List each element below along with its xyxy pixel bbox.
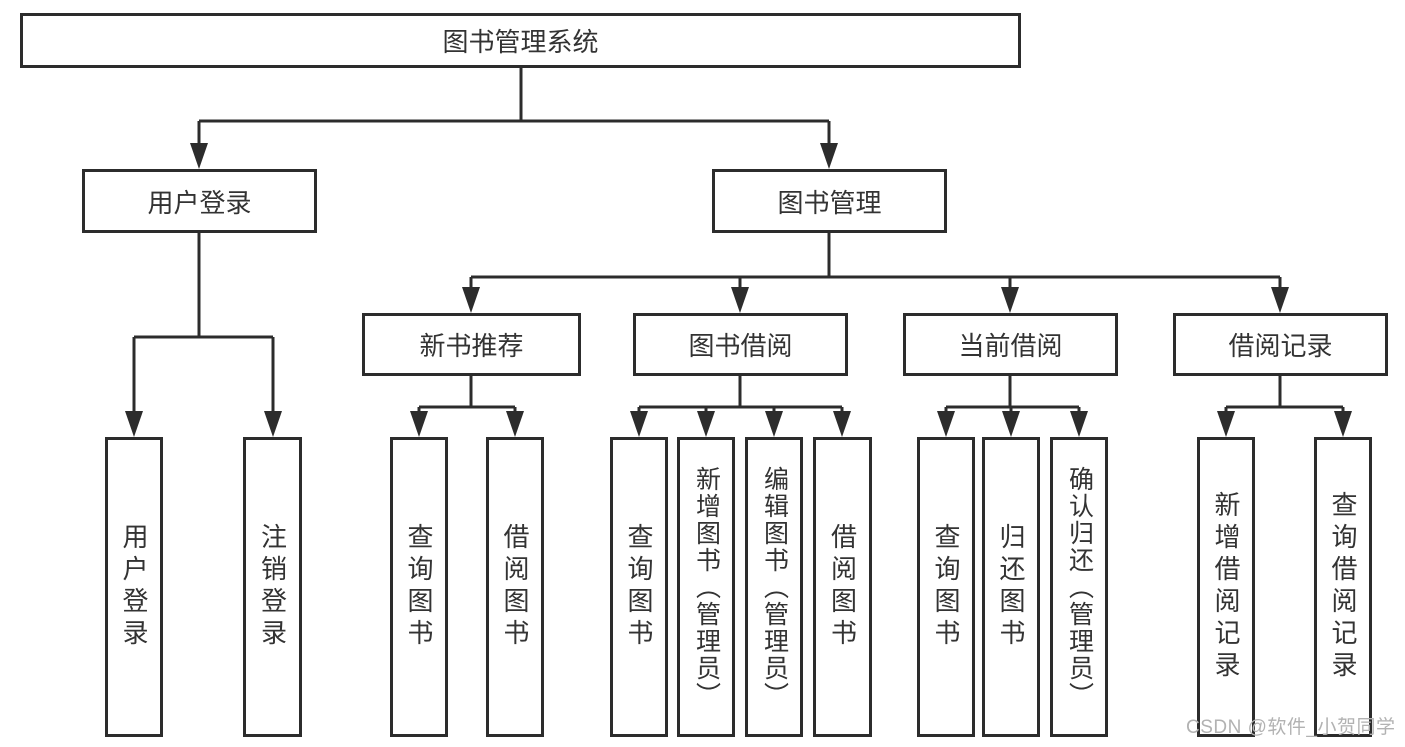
- connector-book-borrow-to-leaves: [637, 376, 844, 416]
- leaf-user-login: 用户登录: [105, 437, 163, 737]
- arrowhead: [1271, 287, 1289, 313]
- node-user-login-label: 用户登录: [147, 187, 252, 218]
- leaf-nbr-query-books: 查询图书: [390, 437, 448, 737]
- arrowhead: [410, 411, 428, 437]
- leaf-bb-edit-books-admin-label: 编辑图书（管理员）: [760, 465, 789, 709]
- leaf-cb-return-books: 归还图书: [982, 437, 1040, 737]
- arrowhead: [1334, 411, 1352, 437]
- node-book-borrow-label: 图书借阅: [688, 331, 793, 361]
- leaf-user-login-label: 用户登录: [119, 523, 149, 651]
- leaf-nbr-query-books-label: 查询图书: [404, 523, 434, 651]
- leaf-bb-borrow-books-label: 借阅图书: [827, 523, 858, 651]
- connector-new-book-recommend-to-leaves: [417, 376, 517, 416]
- node-book-borrow: 图书借阅: [633, 313, 848, 376]
- node-current-borrow: 当前借阅: [903, 313, 1118, 376]
- arrowhead: [1002, 411, 1020, 437]
- leaf-logout: 注销登录: [243, 437, 302, 737]
- leaf-br-query-record: 查询借阅记录: [1314, 437, 1372, 737]
- leaf-cb-confirm-return-admin-label: 确认归还（管理员）: [1065, 465, 1094, 709]
- connector-user-login-to-leaves: [132, 233, 275, 416]
- leaf-bb-borrow-books: 借阅图书: [813, 437, 872, 737]
- leaf-br-add-record-label: 新增借阅记录: [1211, 491, 1241, 683]
- arrowhead: [264, 411, 282, 437]
- leaf-br-add-record: 新增借阅记录: [1197, 437, 1255, 737]
- connector-current-borrow-to-leaves: [944, 376, 1081, 416]
- node-book-management-label: 图书管理: [777, 187, 882, 218]
- leaf-cb-return-books-label: 归还图书: [996, 523, 1026, 651]
- arrowhead: [937, 411, 955, 437]
- arrowhead: [765, 411, 783, 437]
- node-borrow-records: 借阅记录: [1173, 313, 1388, 376]
- node-book-management: 图书管理: [712, 169, 947, 233]
- connector-root-to-level2: [197, 68, 831, 149]
- arrowhead: [630, 411, 648, 437]
- arrowhead: [1001, 287, 1019, 313]
- leaf-bb-add-books-admin: 新增图书（管理员）: [677, 437, 735, 737]
- leaf-br-query-record-label: 查询借阅记录: [1328, 491, 1358, 683]
- leaf-nbr-borrow-books-label: 借阅图书: [500, 523, 530, 651]
- leaf-bb-query-books-label: 查询图书: [624, 523, 654, 651]
- leaf-cb-confirm-return-admin: 确认归还（管理员）: [1050, 437, 1108, 737]
- node-user-login: 用户登录: [82, 169, 317, 233]
- leaf-nbr-borrow-books: 借阅图书: [486, 437, 544, 737]
- arrowhead: [1217, 411, 1235, 437]
- leaf-bb-edit-books-admin: 编辑图书（管理员）: [745, 437, 803, 737]
- leaf-bb-query-books: 查询图书: [610, 437, 668, 737]
- node-new-book-recommend-label: 新书推荐: [419, 331, 524, 361]
- leaf-logout-label: 注销登录: [257, 523, 288, 651]
- arrowhead: [462, 287, 480, 313]
- arrowhead: [190, 143, 208, 169]
- arrowhead: [697, 411, 715, 437]
- node-new-book-recommend: 新书推荐: [362, 313, 581, 376]
- connector-book-mgmt-to-level3: [469, 233, 1282, 292]
- node-root: 图书管理系统: [20, 13, 1021, 68]
- arrowhead: [506, 411, 524, 437]
- arrowhead: [731, 287, 749, 313]
- connector-borrow-records-to-leaves: [1224, 376, 1345, 416]
- leaf-cb-query-books: 查询图书: [917, 437, 975, 737]
- node-current-borrow-label: 当前借阅: [958, 331, 1063, 361]
- leaf-cb-query-books-label: 查询图书: [931, 523, 961, 651]
- watermark: CSDN @软件_小贺同学: [1186, 717, 1396, 738]
- arrowhead: [820, 143, 838, 169]
- node-borrow-records-label: 借阅记录: [1228, 331, 1333, 361]
- arrowhead: [125, 411, 143, 437]
- leaf-bb-add-books-admin-label: 新增图书（管理员）: [692, 465, 721, 709]
- arrowhead: [833, 411, 851, 437]
- arrowhead: [1070, 411, 1088, 437]
- node-root-label: 图书管理系统: [442, 27, 599, 57]
